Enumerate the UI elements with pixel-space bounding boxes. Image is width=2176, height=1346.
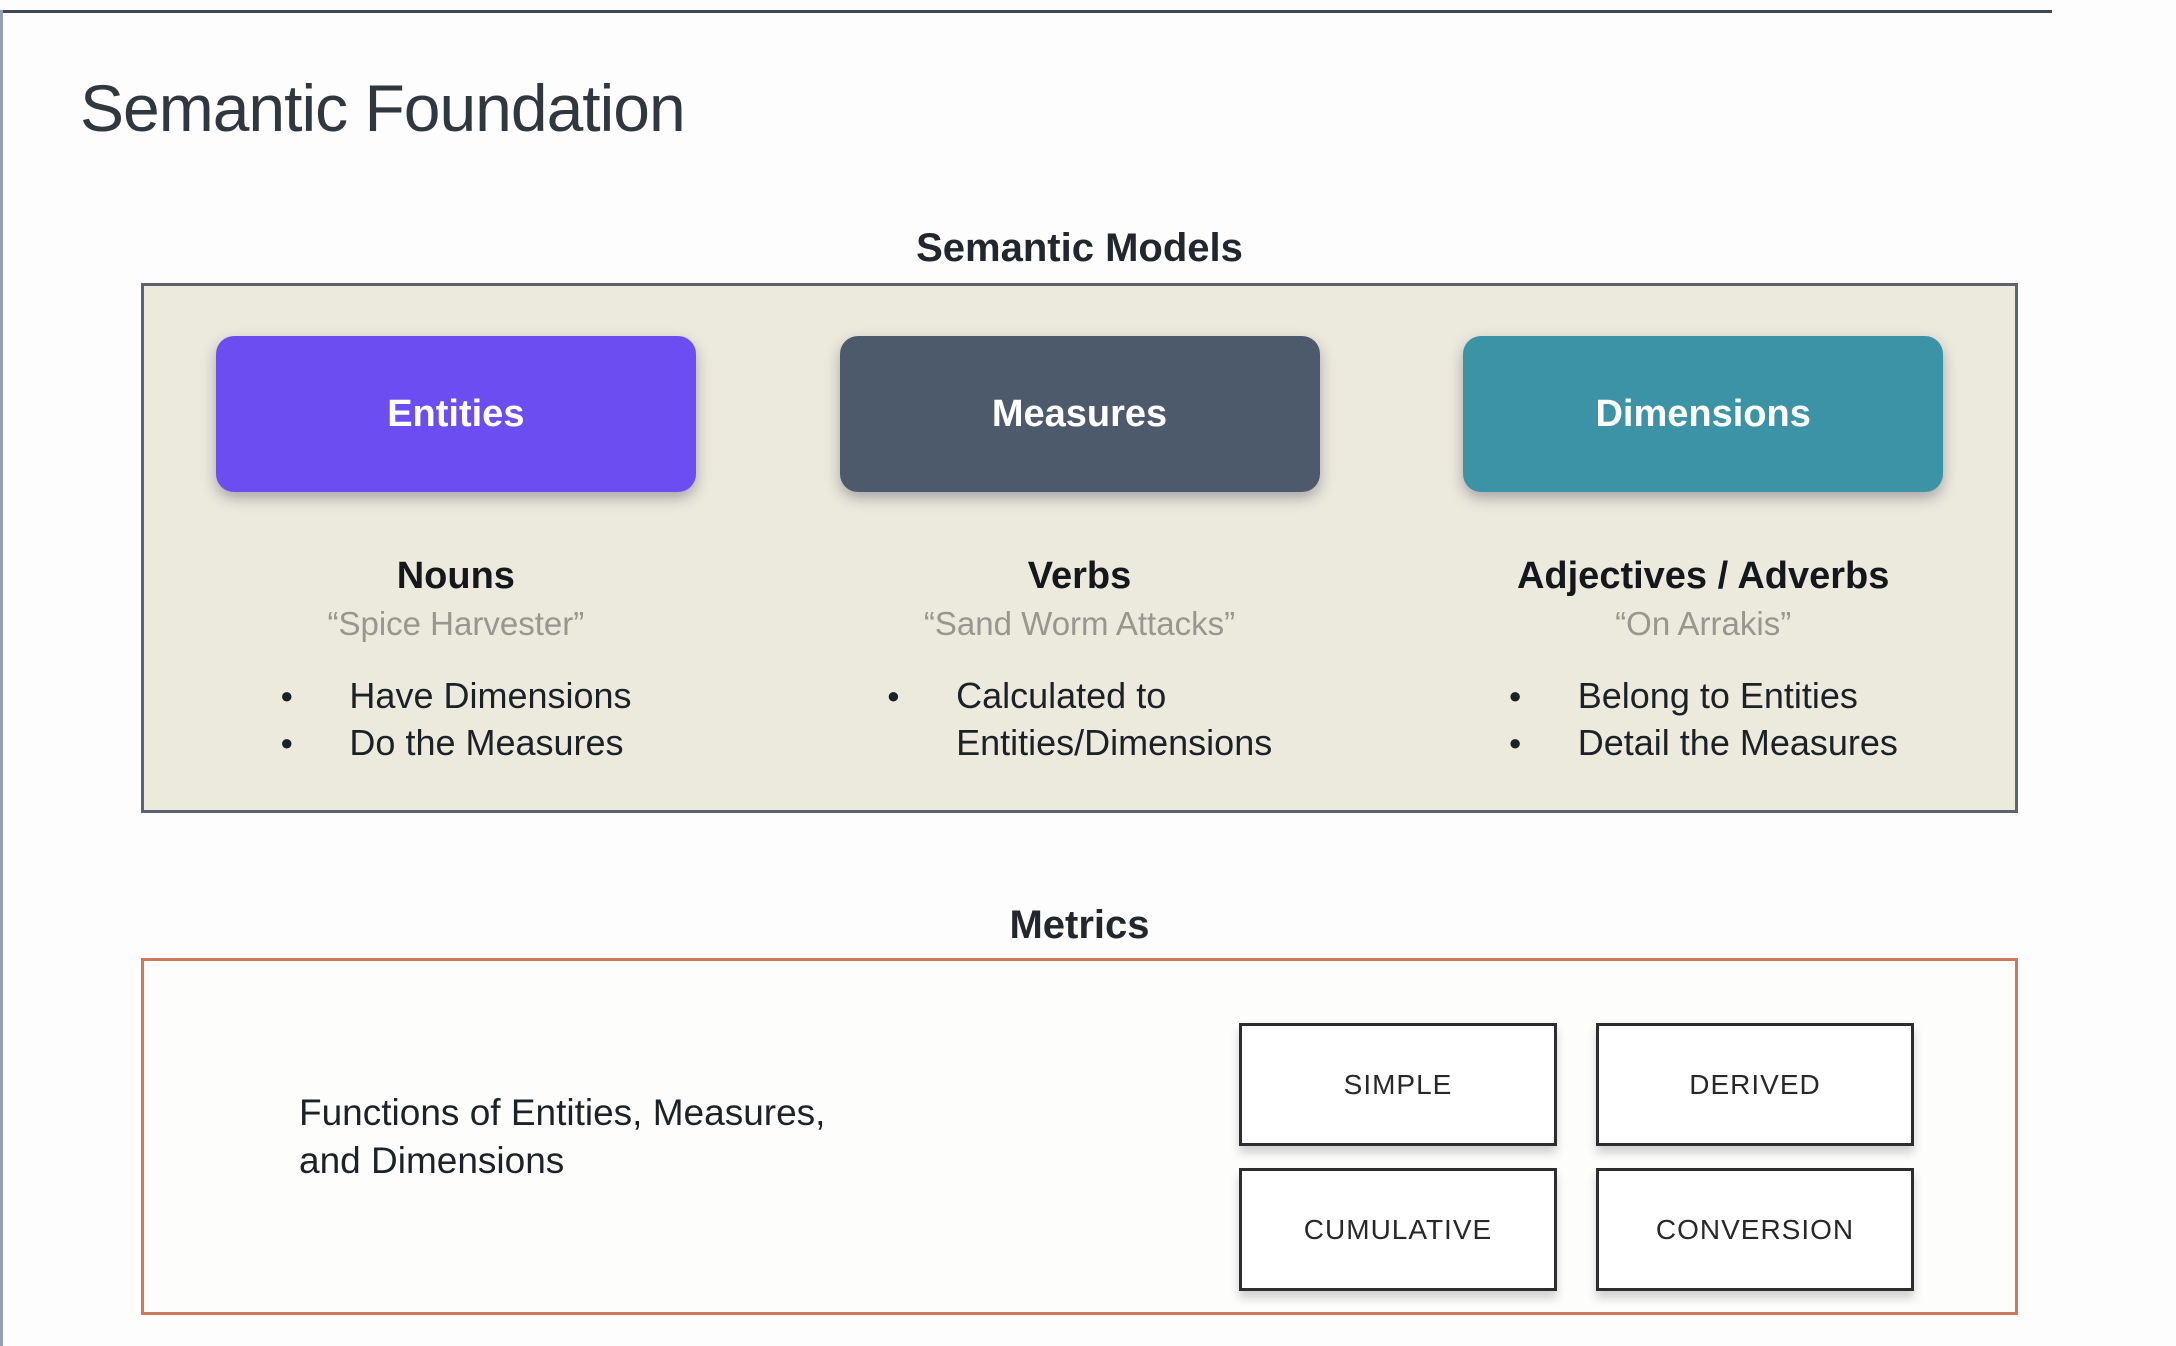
entities-column: Entities Nouns “Spice Harvester” Have Di… [144, 286, 768, 810]
entities-box: Entities [215, 336, 696, 492]
dimensions-column: Dimensions Adjectives / Adverbs “On Arra… [1391, 286, 2015, 810]
metric-box-cumulative: CUMULATIVE [1239, 1168, 1557, 1291]
metrics-heading: Metrics [1009, 903, 1150, 947]
bullet-item: Belong to Entities [1508, 673, 1897, 720]
metrics-description: Functions of Entities, Measures, and Dim… [299, 1091, 826, 1181]
window-left-edge [0, 10, 3, 1346]
metrics-panel: Functions of Entities, Measures, and Dim… [141, 958, 2018, 1315]
entities-bullet-list: Have Dimensions Do the Measures [280, 673, 631, 767]
dimensions-heading: Adjectives / Adverbs [1516, 555, 1890, 597]
entities-heading: Nouns [396, 555, 515, 597]
measures-heading: Verbs [1027, 555, 1132, 597]
measures-quote: “Sand Worm Attacks” [923, 604, 1236, 642]
metric-box-derived: DERIVED [1596, 1023, 1914, 1146]
bullet-item: Have Dimensions [280, 673, 631, 720]
semantic-models-heading: Semantic Models [916, 226, 1243, 270]
dimensions-box: Dimensions [1463, 336, 1944, 492]
bullet-item: Detail the Measures [1508, 720, 1898, 767]
window-top-edge [0, 10, 2052, 13]
bullet-item: Do the Measures [280, 720, 631, 767]
entities-quote: “Spice Harvester” [327, 604, 585, 642]
page-title: Semantic Foundation [80, 71, 686, 145]
dimensions-quote: “On Arrakis” [1615, 604, 1792, 642]
measures-box: Measures [839, 336, 1320, 492]
semantic-models-panel: Entities Nouns “Spice Harvester” Have Di… [141, 283, 2018, 813]
bullet-item: Calculated to Entities/Dimensions [887, 673, 1272, 767]
measures-column: Measures Verbs “Sand Worm Attacks” Calcu… [768, 286, 1392, 810]
metric-types-grid: SIMPLE DERIVED CUMULATIVE CONVERSION [1239, 1023, 1914, 1291]
measures-bullet-list: Calculated to Entities/Dimensions [887, 673, 1272, 767]
dimensions-bullet-list: Belong to Entities Detail the Measures [1508, 673, 1898, 767]
metric-box-simple: SIMPLE [1239, 1023, 1557, 1146]
metric-box-conversion: CONVERSION [1596, 1168, 1914, 1291]
